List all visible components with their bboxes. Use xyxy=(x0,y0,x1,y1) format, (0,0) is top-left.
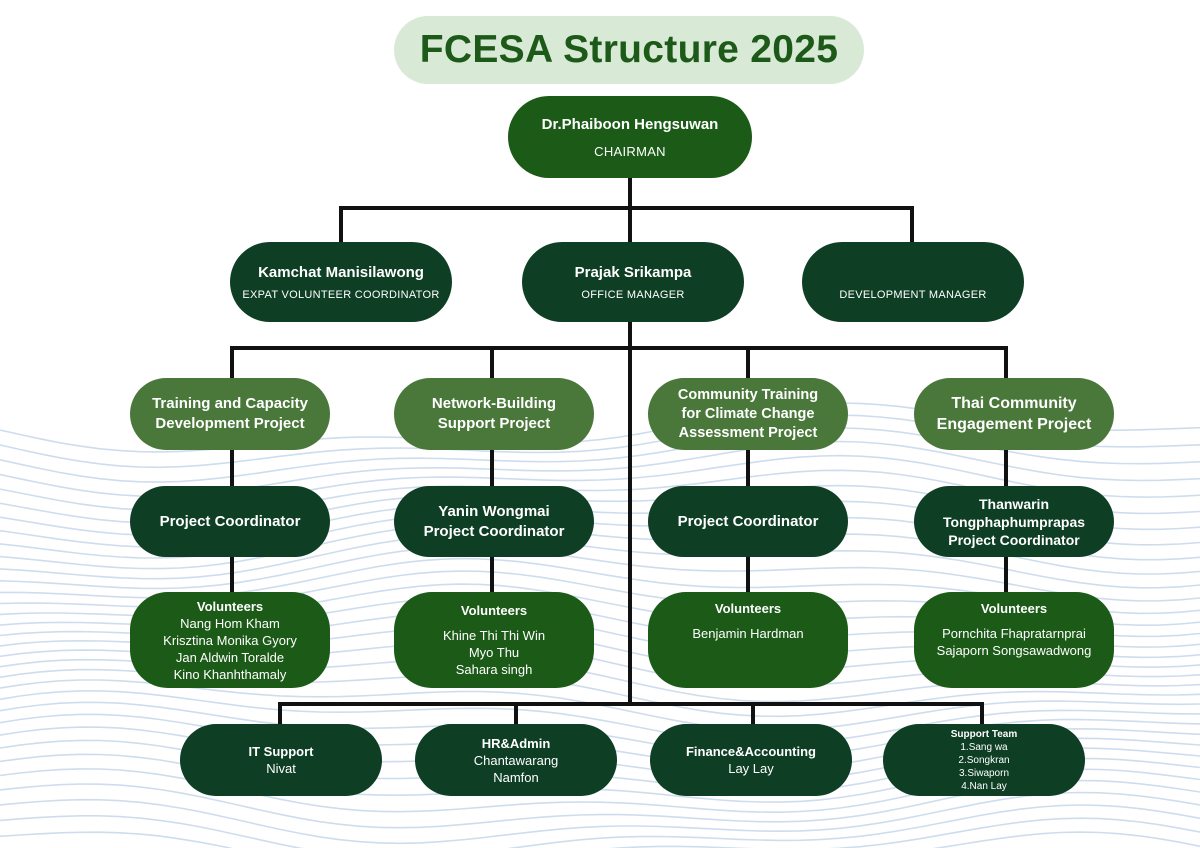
coordinator-node: Yanin Wongmai Project Coordinator xyxy=(394,486,594,557)
background-wave-line xyxy=(0,817,1200,848)
support-node-it: IT Support Nivat xyxy=(180,724,382,796)
coordinator-label: Thanwarin Tongphaphumprapas Project Coor… xyxy=(942,495,1086,548)
coordinator-node: Project Coordinator xyxy=(648,486,848,557)
manager-role: OFFICE MANAGER xyxy=(581,289,685,301)
background-wave-line xyxy=(0,690,1200,745)
background-wave-line xyxy=(0,804,1200,848)
support-title: Support Team xyxy=(950,728,1018,740)
coordinator-label: Project Coordinator xyxy=(677,512,819,530)
chairman-name: Dr.Phaiboon Hengsuwan xyxy=(541,116,719,133)
chairman-node: Dr.Phaiboon Hengsuwan CHAIRMAN xyxy=(508,96,752,178)
support-title: HR&Admin xyxy=(481,735,551,751)
support-node-finance: Finance&Accounting Lay Lay xyxy=(650,724,852,796)
manager-role: EXPAT VOLUNTEER COORDINATOR xyxy=(242,289,440,301)
project-title: Training and Capacity Development Projec… xyxy=(152,395,308,432)
project-title: Network-Building Support Project xyxy=(431,395,557,432)
volunteers-node: Volunteers Benjamin Hardman xyxy=(648,592,848,688)
volunteers-names: Pornchita Fhapratarnprai Sajaporn Songsa… xyxy=(936,626,1092,658)
coordinator-node: Thanwarin Tongphaphumprapas Project Coor… xyxy=(914,486,1114,557)
project-node-climate-change: Community Training for Climate Change As… xyxy=(648,378,848,450)
support-title: IT Support xyxy=(248,744,314,759)
project-node-thai-community: Thai Community Engagement Project xyxy=(914,378,1114,450)
volunteers-node: Volunteers Pornchita Fhapratarnprai Saja… xyxy=(914,592,1114,688)
page-title: FCESA Structure 2025 xyxy=(394,16,864,84)
support-title: Finance&Accounting xyxy=(685,744,816,759)
manager-name: Kamchat Manisilawong xyxy=(258,264,424,281)
coordinator-label: Project Coordinator xyxy=(159,512,301,530)
support-names: Lay Lay xyxy=(728,761,774,776)
background-wave-line xyxy=(0,534,1200,589)
volunteers-names: Khine Thi Thi Win Myo Thu Sahara singh xyxy=(442,628,546,677)
manager-role: DEVELOPMENT MANAGER xyxy=(839,289,987,301)
support-node-team: Support Team 1.Sang wa 2.Songkran 3.Siwa… xyxy=(883,724,1085,796)
volunteers-title: Volunteers xyxy=(980,601,1048,616)
manager-name: Prajak Srikampa xyxy=(574,264,692,281)
support-names: 1.Sang wa 2.Songkran 3.Siwaporn 4.Nan La… xyxy=(958,741,1010,792)
project-node-network-building: Network-Building Support Project xyxy=(394,378,594,450)
volunteers-title: Volunteers xyxy=(714,601,782,616)
coordinator-node: Project Coordinator xyxy=(130,486,330,557)
chairman-role: CHAIRMAN xyxy=(594,144,666,159)
manager-node-expat-volunteer: Kamchat Manisilawong EXPAT VOLUNTEER COO… xyxy=(230,242,452,322)
support-node-hr-admin: HR&Admin Chantawarang Namfon xyxy=(415,724,617,796)
background-wave-line xyxy=(932,831,1200,848)
background-wave-line xyxy=(0,791,1200,845)
support-names: Nivat xyxy=(266,761,296,776)
volunteers-names: Nang Hom Kham Krisztina Monika Gyory Jan… xyxy=(163,615,297,682)
background-wave-line xyxy=(0,545,1200,602)
manager-node-office: Prajak Srikampa OFFICE MANAGER xyxy=(522,242,744,322)
volunteers-node: Volunteers Khine Thi Thi Win Myo Thu Sah… xyxy=(394,592,594,688)
project-title: Thai Community Engagement Project xyxy=(936,395,1092,433)
support-names: Chantawarang Namfon xyxy=(473,752,559,785)
volunteers-names: Benjamin Hardman xyxy=(692,626,804,641)
project-node-training-capacity: Training and Capacity Development Projec… xyxy=(130,378,330,450)
volunteers-node: Volunteers Nang Hom Kham Krisztina Monik… xyxy=(130,592,330,688)
manager-node-development: DEVELOPMENT MANAGER xyxy=(802,242,1024,322)
volunteers-title: Volunteers xyxy=(460,603,528,618)
project-title: Community Training for Climate Change As… xyxy=(677,386,819,441)
volunteers-title: Volunteers xyxy=(196,598,264,614)
coordinator-label: Yanin Wongmai Project Coordinator xyxy=(423,502,565,540)
